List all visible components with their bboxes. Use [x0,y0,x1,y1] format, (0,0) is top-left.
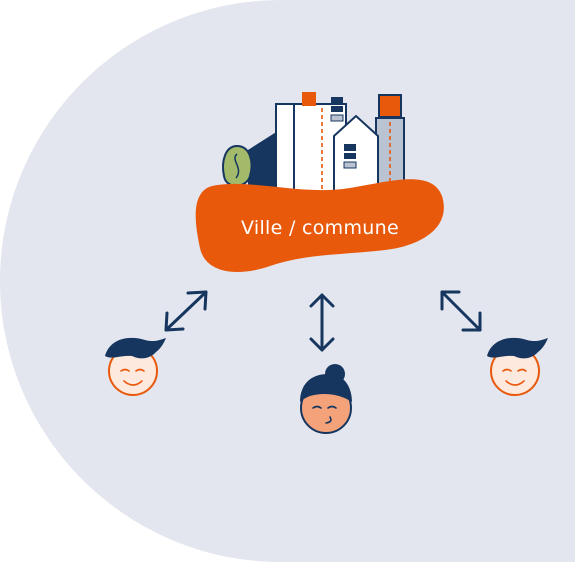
person-left [105,337,166,396]
person-right [487,337,548,396]
city-label: Ville / commune [241,217,399,239]
arrow-center [309,293,335,352]
hair-right [487,337,548,359]
arrow-left [164,290,208,332]
person-center [300,364,352,434]
hair-left [105,337,166,359]
arrow-right [440,290,482,332]
city-blob [195,179,444,272]
city-illustration [195,92,444,272]
hair-bun [325,364,345,384]
